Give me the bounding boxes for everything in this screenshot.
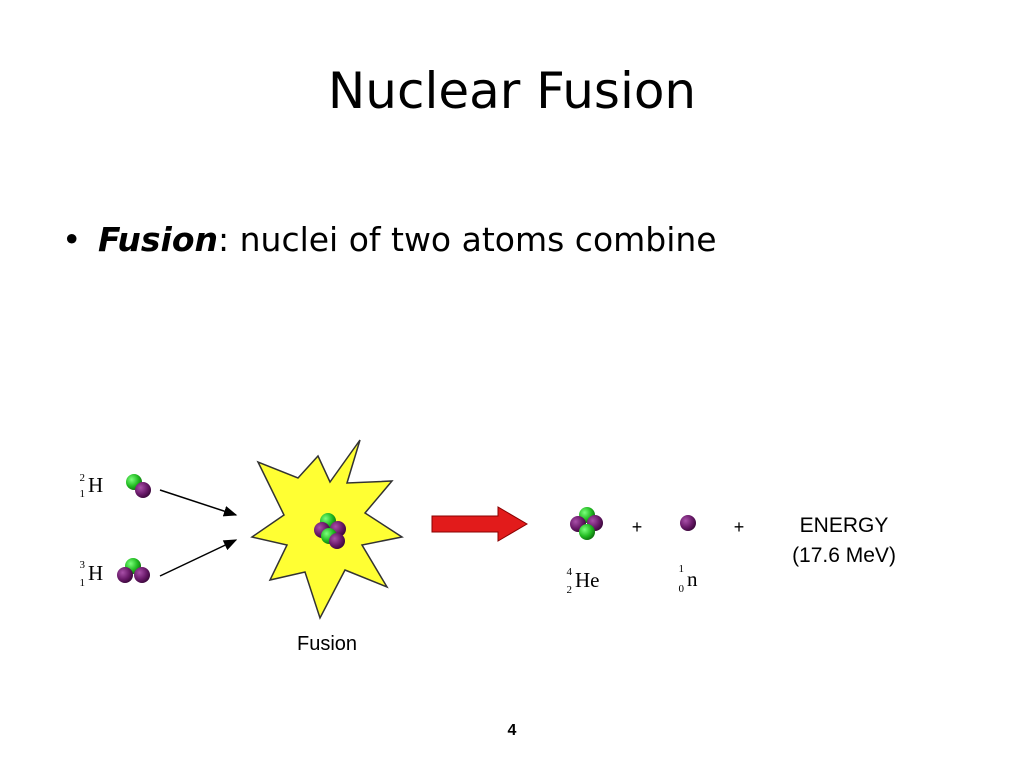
reactant-arrow-icon xyxy=(159,539,238,577)
slide-title: Nuclear Fusion xyxy=(327,62,697,120)
bullet-definition: : nuclei of two atoms combine xyxy=(218,220,717,259)
neutron-icon xyxy=(117,567,133,583)
plus-sign: + xyxy=(632,517,643,537)
deuterium-mass-number: 2 xyxy=(80,472,86,484)
neutron-icon xyxy=(329,533,345,549)
plus-sign: + xyxy=(734,517,745,537)
reactant-arrow-icon xyxy=(159,489,238,517)
bullet-item: • Fusion: nuclei of two atoms combine xyxy=(62,220,717,259)
fusion-label: Fusion xyxy=(297,633,357,655)
neutron-icon xyxy=(135,482,151,498)
helium-atomic-number: 2 xyxy=(567,584,573,596)
energy-value: (17.6 MeV) xyxy=(792,544,896,567)
tritium-element: H xyxy=(88,561,103,585)
neutron-symbol: 1 0 n xyxy=(679,563,699,595)
neutron-icon xyxy=(134,567,150,583)
proton-icon xyxy=(579,524,595,540)
neutron-element: n xyxy=(687,567,698,591)
neutron-mass-number: 1 xyxy=(679,563,685,575)
helium-mass-number: 4 xyxy=(567,566,573,578)
fusion-nucleus xyxy=(314,513,346,549)
bullet-term: Fusion xyxy=(98,220,218,259)
tritium-mass-number: 3 xyxy=(80,559,86,571)
tritium-nucleus xyxy=(117,558,150,583)
neutron-icon xyxy=(680,515,696,531)
energy-label: ENERGY xyxy=(800,514,889,537)
helium-symbol: 4 2 He xyxy=(567,566,600,596)
deuterium-nucleus xyxy=(126,474,151,498)
tritium-atomic-number: 1 xyxy=(80,577,86,589)
bullet-icon: • xyxy=(62,220,82,259)
deuterium-element: H xyxy=(88,473,103,497)
deuterium-atomic-number: 1 xyxy=(80,488,86,500)
deuterium-symbol: 2 1 H xyxy=(80,472,104,500)
page-number: 4 xyxy=(507,722,517,739)
tritium-symbol: 3 1 H xyxy=(80,559,104,589)
neutron-atomic-number: 0 xyxy=(679,583,685,595)
reaction-arrow-icon xyxy=(431,506,528,542)
helium-element: He xyxy=(575,568,600,592)
helium-nucleus xyxy=(570,507,603,540)
